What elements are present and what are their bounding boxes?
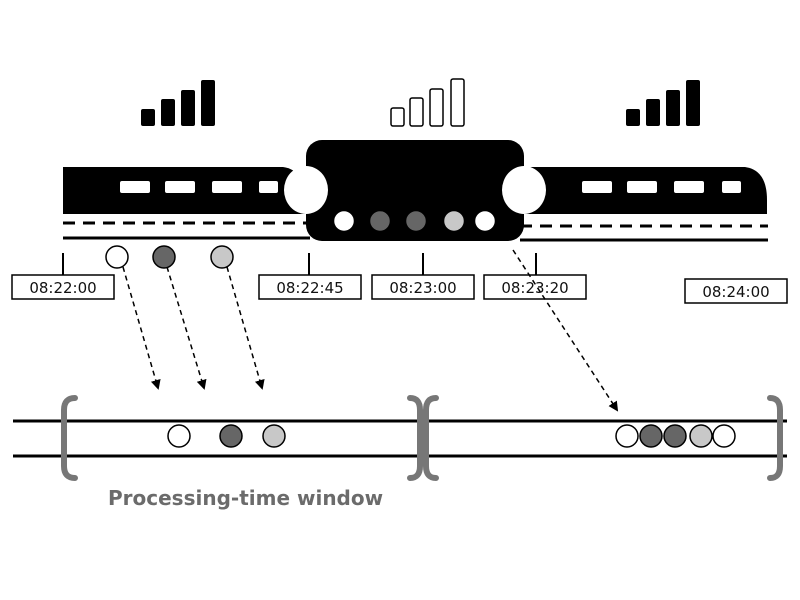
window-label: Processing-time window: [108, 486, 383, 510]
train-left: [63, 167, 305, 214]
timestamp-4: 08:24:00: [684, 278, 788, 304]
window2-dark-event-1: [639, 424, 663, 448]
timeline-ticks: [62, 253, 537, 276]
timestamp-3: 08:23:20: [483, 274, 587, 300]
signal-strength-icon-left: [141, 80, 215, 126]
window2-dark-event-2: [663, 424, 687, 448]
timestamp-0: 08:22:00: [11, 274, 115, 300]
tunnel-events: [332, 209, 497, 233]
window2-light-event-3: [689, 424, 713, 448]
window2-events: [615, 424, 736, 448]
tunnel-white-event-4: [473, 209, 497, 233]
rail-track-left: [63, 221, 310, 240]
rail-track-right: [520, 224, 768, 242]
window2-white-event-4: [712, 424, 736, 448]
signal-strength-icon-right: [626, 80, 700, 126]
window2-white-event-0: [615, 424, 639, 448]
window1-events: [167, 424, 286, 448]
window1-white-event-0: [167, 424, 191, 448]
svg-text:08:24:00: 08:24:00: [702, 283, 769, 301]
window-bracket-2: [423, 395, 783, 481]
track-dark-event-1: [152, 245, 176, 269]
track-white-event-0: [105, 245, 129, 269]
svg-text:08:22:00: 08:22:00: [29, 279, 96, 297]
tunnel-light-event-3: [442, 209, 466, 233]
window1-dark-event-1: [219, 424, 243, 448]
train-right: [524, 167, 767, 214]
timestamp-1: 08:22:45: [258, 274, 362, 300]
arrow-buffered-events: [512, 249, 619, 412]
svg-text:08:22:45: 08:22:45: [276, 279, 343, 297]
arrow-light-event: [226, 266, 265, 390]
svg-text:08:23:20: 08:23:20: [501, 279, 568, 297]
tunnel-dark-event-1: [368, 209, 392, 233]
arrow-white-event: [122, 266, 161, 390]
track-light-event-2: [210, 245, 234, 269]
processing-track: [13, 419, 787, 458]
timestamp-2: 08:23:00: [371, 274, 475, 300]
window-bracket-1: [61, 395, 423, 481]
tunnel-dark-event-2: [404, 209, 428, 233]
tunnel: [284, 140, 546, 241]
tunnel-white-event-0: [332, 209, 356, 233]
event-arrows: [122, 249, 619, 412]
track-events: [105, 245, 234, 269]
signal-none-icon: [390, 78, 465, 127]
window1-light-event-2: [262, 424, 286, 448]
arrow-dark-event: [166, 266, 207, 390]
svg-text:08:23:00: 08:23:00: [389, 279, 456, 297]
